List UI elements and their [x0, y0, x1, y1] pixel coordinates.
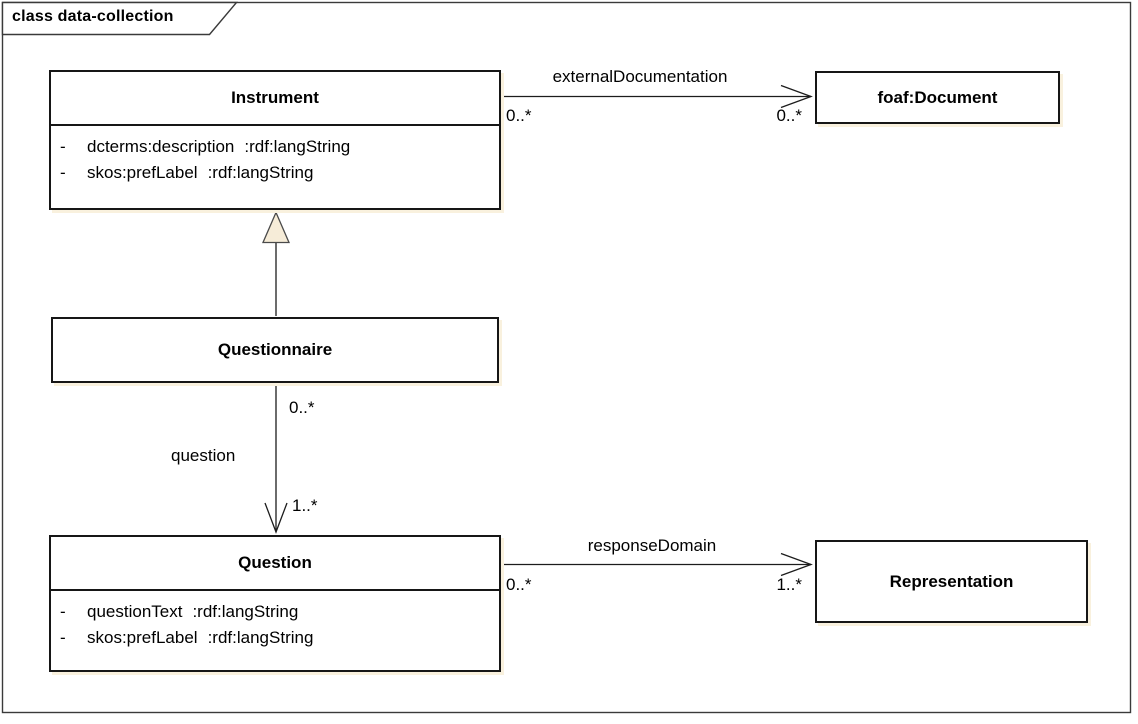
association-label-external-documentation: externalDocumentation [552, 67, 728, 86]
class-title: foaf:Document [877, 87, 998, 107]
attribute-row: - skos:prefLabel :rdf:langString [51, 163, 499, 189]
association-response-domain[interactable] [503, 552, 813, 577]
source-multiplicity: 0..* [506, 106, 532, 125]
attribute-name: skos:prefLabel [87, 628, 198, 647]
association-label-question: question [171, 446, 236, 465]
class-title: Questionnaire [217, 340, 333, 359]
frame-tab [1, 1, 239, 36]
class-title: Question [51, 537, 499, 591]
generalization-questionnaire-instrument[interactable] [262, 210, 290, 317]
generalization-triangle-icon [262, 210, 290, 244]
frame-tab-label: class data-collection [12, 8, 174, 25]
attribute-row: - questionText :rdf:langString [51, 602, 499, 628]
class-questionnaire[interactable]: Questionnaire [51, 317, 499, 383]
source-multiplicity: 0..* [506, 575, 532, 594]
attribute-type: :rdf:langString [244, 137, 351, 156]
association-question[interactable] [264, 384, 288, 534]
target-multiplicity: 1..* [776, 575, 802, 594]
visibility-marker: - [60, 628, 66, 647]
visibility-marker: - [60, 602, 66, 621]
open-arrowhead-icon [780, 552, 813, 577]
attribute-row: - dcterms:description :rdf:langString [51, 137, 499, 163]
attribute-name: dcterms:description [87, 137, 235, 156]
open-arrowhead-icon [264, 502, 288, 534]
target-multiplicity: 0..* [776, 106, 802, 125]
visibility-marker: - [60, 163, 66, 182]
attribute-name: skos:prefLabel [87, 163, 198, 182]
visibility-marker: - [60, 137, 66, 156]
association-external-documentation[interactable] [503, 84, 813, 109]
attribute-row: - skos:prefLabel :rdf:langString [51, 628, 499, 654]
open-arrowhead-icon [780, 84, 813, 109]
attribute-type: :rdf:langString [192, 602, 299, 621]
class-representation[interactable]: Representation [815, 540, 1088, 623]
attribute-compartment: - dcterms:description :rdf:langString - … [51, 126, 499, 189]
class-title: Instrument [51, 72, 499, 126]
class-question[interactable]: Question - questionText :rdf:langString … [49, 535, 501, 672]
class-title: Representation [889, 571, 1014, 591]
target-multiplicity: 1..* [292, 496, 318, 515]
source-multiplicity: 0..* [289, 398, 315, 417]
association-label-response-domain: responseDomain [587, 536, 717, 555]
class-foaf-document[interactable]: foaf:Document [815, 71, 1060, 124]
attribute-type: :rdf:langString [207, 163, 314, 182]
class-instrument[interactable]: Instrument - dcterms:description :rdf:la… [49, 70, 501, 210]
attribute-type: :rdf:langString [207, 628, 314, 647]
attribute-name: questionText [87, 602, 183, 621]
diagram-frame [1, 1, 1132, 714]
attribute-compartment: - questionText :rdf:langString - skos:pr… [51, 591, 499, 654]
